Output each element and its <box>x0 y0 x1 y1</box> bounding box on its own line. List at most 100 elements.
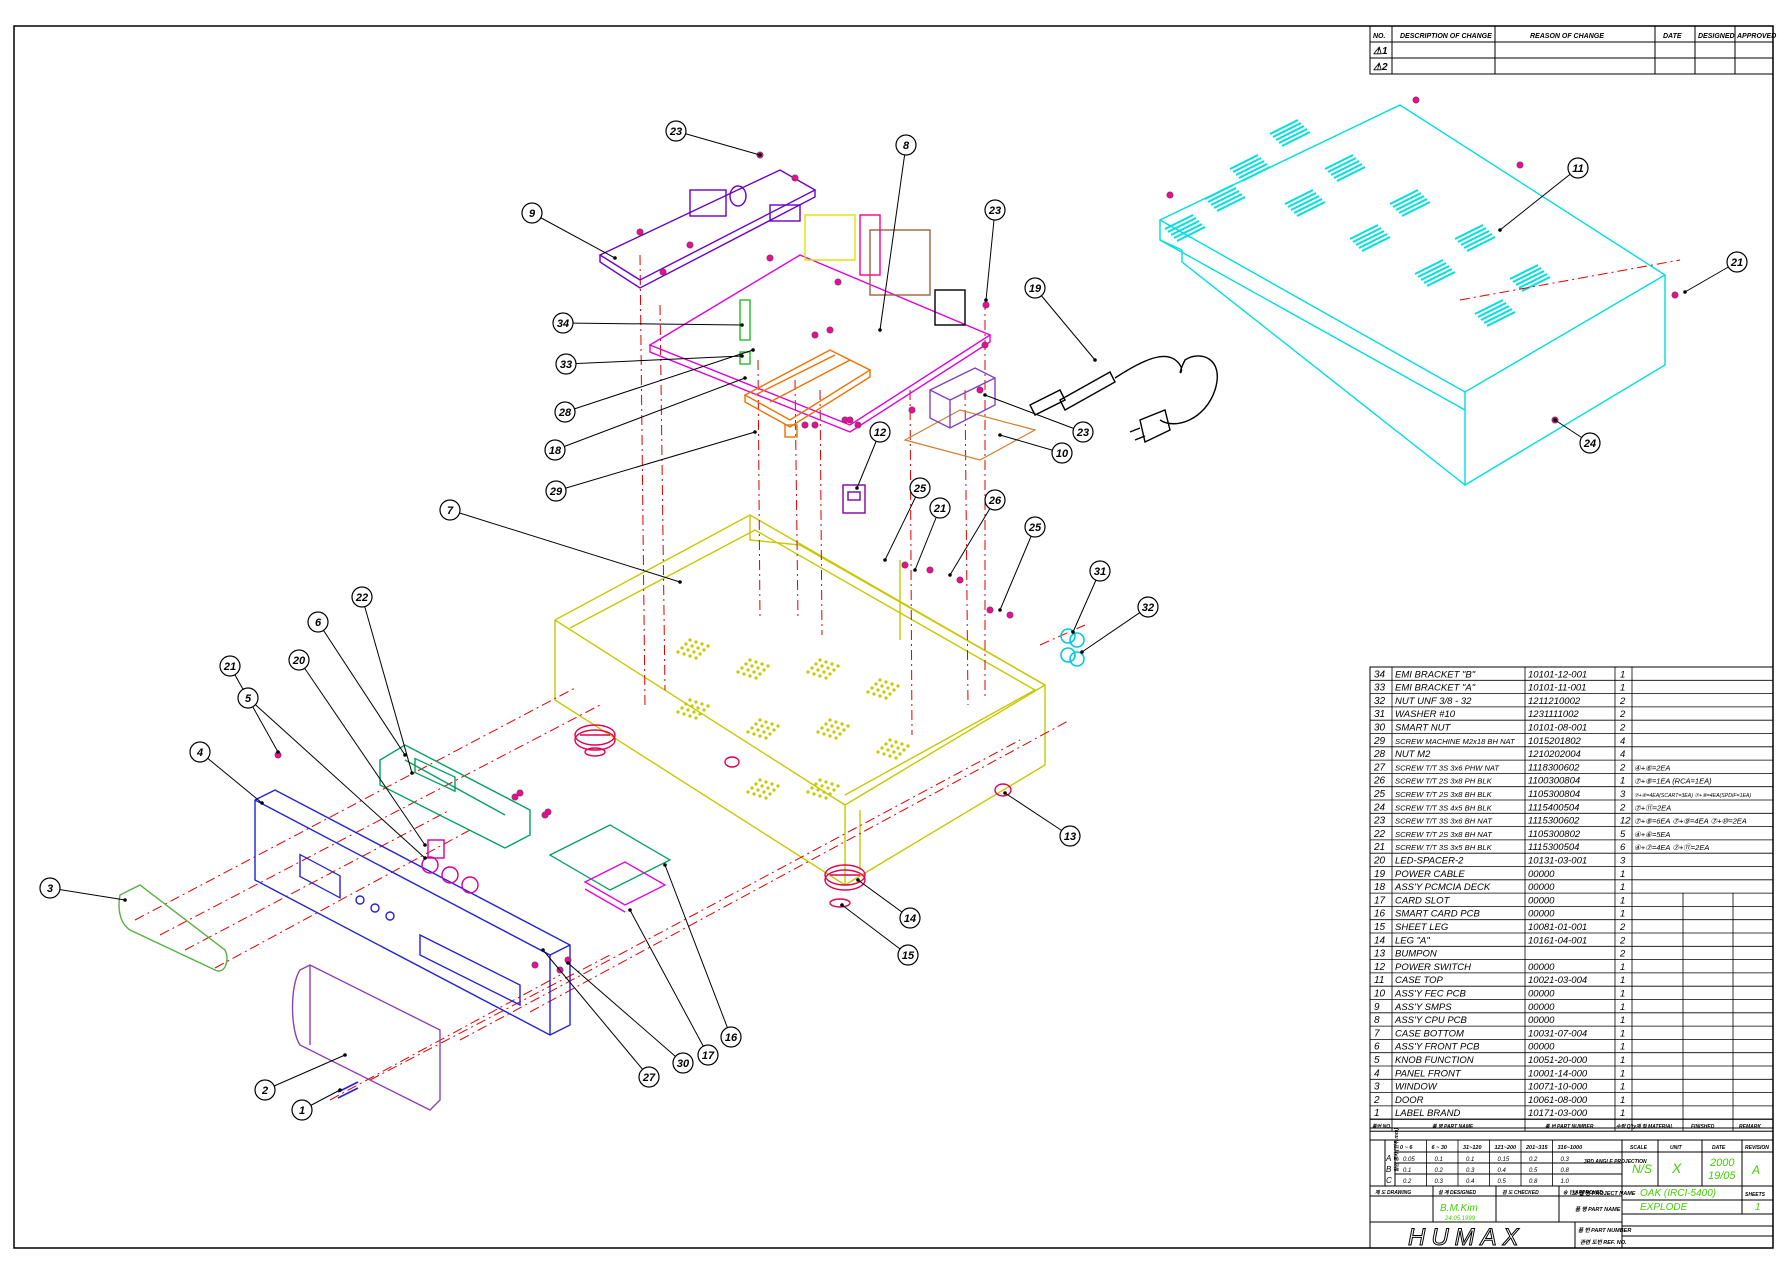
part-no: 29 <box>1373 736 1386 747</box>
screw-head <box>766 254 774 262</box>
part-no: 6 <box>1374 1042 1380 1053</box>
callout-26: 26 <box>948 489 1006 577</box>
tolerance-value: 0.1 <box>1435 1157 1443 1163</box>
part-number-label: 품 번 PART NUMBER <box>1578 1227 1631 1234</box>
vent-hole <box>676 650 680 654</box>
vent-hole <box>676 710 680 714</box>
vent-hole <box>764 780 768 784</box>
part-number: 10101-12-001 <box>1528 669 1587 680</box>
screw-head <box>811 331 819 339</box>
vent-hole <box>772 728 776 732</box>
screw-head <box>1166 191 1174 199</box>
case-top-vents <box>1164 119 1551 327</box>
vent-hole <box>768 732 772 736</box>
part-no: 4 <box>1374 1068 1380 1079</box>
callout-number: 30 <box>677 1058 690 1070</box>
screw-head <box>531 961 539 969</box>
leader-line <box>841 904 909 956</box>
vent-hole <box>846 724 850 728</box>
vent-hole <box>758 672 762 676</box>
leader-line <box>449 509 681 583</box>
vent-slot-group <box>1509 264 1551 292</box>
leader-line <box>879 144 907 331</box>
part-name: SCREW T/T 2S 3x8 PH BLK <box>1395 777 1493 786</box>
callout-number: 29 <box>549 486 563 498</box>
vent-hole <box>876 688 880 692</box>
vent-hole <box>902 748 906 752</box>
part-qty: 2 <box>1619 762 1626 773</box>
vent-hole <box>814 662 818 666</box>
part-number: 1115300504 <box>1528 842 1579 853</box>
leader-line <box>264 1054 346 1091</box>
vent-hole <box>742 672 746 676</box>
leader-line <box>199 751 263 804</box>
part-name: CASE TOP <box>1395 975 1444 986</box>
vent-hole <box>688 654 692 658</box>
tolerance-value: 0.3 <box>1435 1179 1444 1185</box>
sheets-label: SHEETS <box>1745 1192 1766 1198</box>
tolerance-value: 0.1 <box>1403 1168 1411 1174</box>
vent-hole <box>764 736 768 740</box>
part-no: 17 <box>1374 895 1386 906</box>
vent-hole <box>898 752 902 756</box>
leader-line <box>531 212 616 259</box>
vent-hole <box>706 704 710 708</box>
screw-head <box>976 386 984 394</box>
fec-tuner <box>929 367 996 429</box>
callout-2: 2 <box>254 1053 347 1101</box>
tolerance-side-label: 일반 공차 (단위 mm) <box>1393 1128 1400 1172</box>
callout-number: 10 <box>1056 448 1069 460</box>
vent-hole <box>748 658 752 662</box>
callout-9: 9 <box>521 202 617 260</box>
unit-value: X <box>1671 1160 1682 1176</box>
part-number: 1115400504 <box>1528 802 1579 813</box>
vent-hole <box>906 744 910 748</box>
parts-header-qty: 수량 Q'ty <box>1616 1123 1636 1130</box>
part-name: SMART CARD PCB <box>1395 909 1480 920</box>
vent-hole <box>806 670 810 674</box>
part-qty: 1 <box>1620 1055 1625 1066</box>
screw-head <box>854 421 862 429</box>
vent-hole <box>820 726 824 730</box>
callout-1: 1 <box>291 1088 342 1121</box>
part-name: LABEL BRAND <box>1395 1108 1460 1119</box>
screw-head <box>956 576 964 584</box>
part-name: NUT M2 <box>1395 749 1431 760</box>
parts-header-material: 재 질 MATERIAL <box>1636 1123 1673 1130</box>
callout-20: 20 <box>288 649 427 847</box>
callout-32: 32 <box>1080 596 1159 654</box>
vent-hole <box>818 674 822 678</box>
vent-hole <box>770 722 774 726</box>
callout-number: 7 <box>447 505 454 517</box>
card-slot-part <box>583 861 667 913</box>
drawing-frame <box>13 25 1774 1249</box>
callout-number: 25 <box>1028 522 1042 534</box>
designer-name: B.M.Kim <box>1440 1203 1478 1214</box>
vent-hole <box>874 682 878 686</box>
callout-33: 33 <box>555 353 744 375</box>
tolerance-range: 31~120 <box>1463 1145 1482 1151</box>
callout-number: 1 <box>299 1105 305 1117</box>
leader-line <box>562 322 743 326</box>
vent-hole <box>828 734 832 738</box>
part-number: 10031-07-004 <box>1528 1028 1587 1039</box>
vent-hole <box>750 664 754 668</box>
vent-hole <box>694 716 698 720</box>
part-qty: 2 <box>1619 935 1626 946</box>
part-name: POWER SWITCH <box>1395 962 1471 973</box>
part-name: NUT UNF 3/8 - 32 <box>1395 696 1472 707</box>
screw-head <box>686 241 694 249</box>
part-qty: 5 <box>1620 829 1626 840</box>
part-number: 00000 <box>1528 1015 1555 1026</box>
vent-hole <box>828 718 832 722</box>
callout-number: 20 <box>292 655 306 667</box>
part-no: 32 <box>1374 696 1386 707</box>
part-number: 10171-03-000 <box>1528 1108 1588 1119</box>
leader-line <box>542 949 650 1078</box>
